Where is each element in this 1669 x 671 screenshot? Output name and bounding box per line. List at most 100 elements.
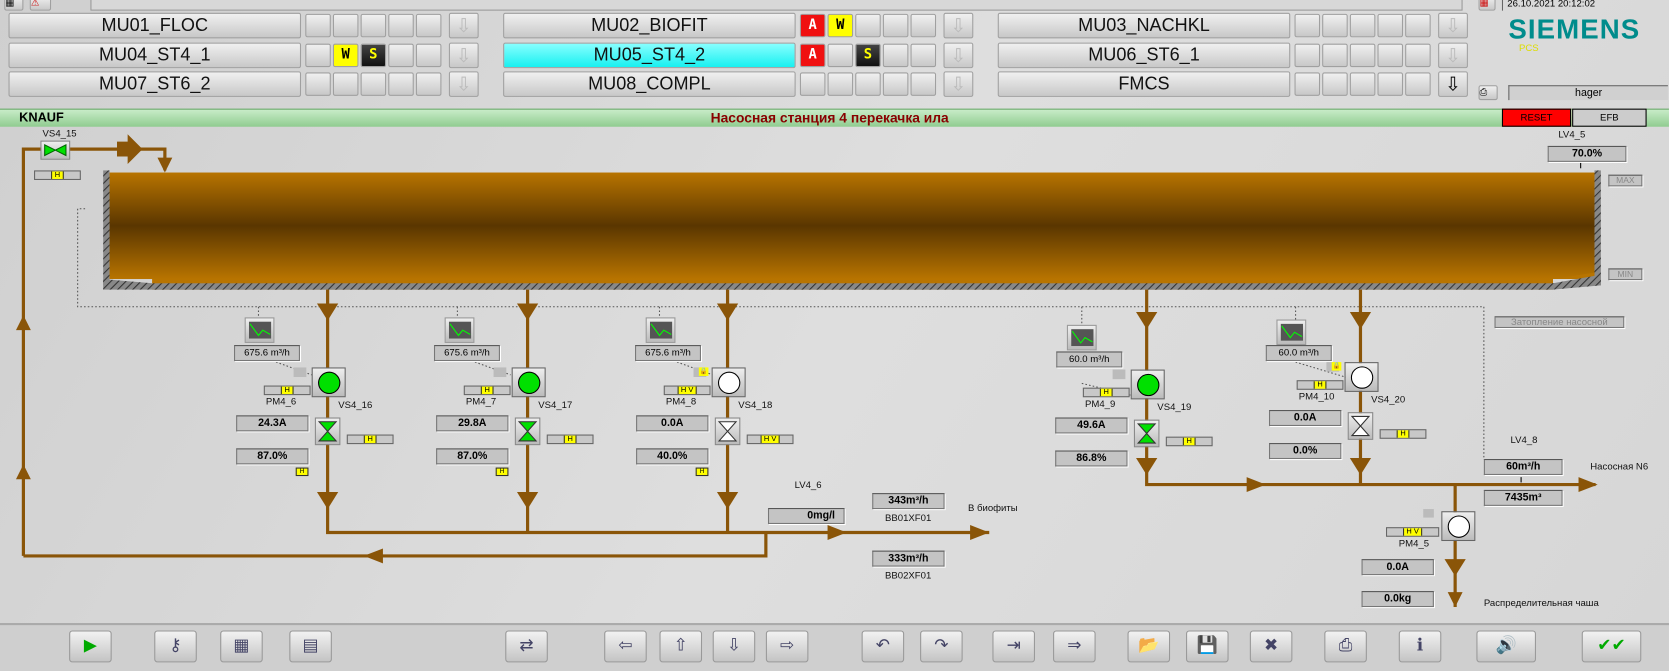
unit-status-indicator[interactable] [305, 43, 331, 68]
trend-icon[interactable] [244, 317, 275, 343]
unit-status-indicator[interactable] [882, 13, 909, 38]
trend-icon[interactable] [645, 317, 676, 343]
unit-status-indicator[interactable] [1377, 72, 1404, 96]
toolbar-button[interactable]: ⇒ [1053, 630, 1096, 663]
unit-status-indicator[interactable] [360, 72, 387, 96]
toolbar-button[interactable]: ⎙ [1324, 630, 1367, 663]
pump-current[interactable]: 49.6A [1055, 417, 1128, 434]
concentration-value[interactable]: 0mg/l [767, 508, 845, 524]
unit-button[interactable]: MU02_BIOFIT [503, 12, 796, 39]
unit-status-indicator[interactable] [388, 72, 414, 96]
flow-value[interactable]: 675.6 m³/h [234, 345, 300, 362]
valve-opening[interactable]: 87.0% [436, 448, 509, 465]
unit-button[interactable]: MU01_FLOC [8, 12, 302, 39]
reset-button[interactable]: RESET [1501, 108, 1572, 127]
unit-status-indicator[interactable] [910, 43, 937, 68]
toolbar-button[interactable]: ▦ [220, 630, 263, 663]
unit-status-indicator[interactable]: W [827, 13, 854, 38]
valve-vs4_17[interactable] [514, 417, 541, 446]
valve-vs4_16[interactable] [314, 417, 341, 446]
pump-pm4_8[interactable] [711, 367, 746, 398]
unit-status-indicator[interactable] [1322, 72, 1348, 96]
pump-current[interactable]: 29.8A [436, 415, 509, 432]
toolbar-button[interactable]: ▤ [289, 630, 332, 663]
unit-button[interactable]: FMCS [997, 71, 1291, 97]
pump-pm4_10[interactable] [1344, 362, 1379, 392]
unit-open-arrow-icon[interactable]: ⇩ [943, 42, 974, 69]
trend-icon[interactable] [1066, 324, 1097, 351]
unit-status-indicator[interactable] [855, 72, 881, 96]
mass-value[interactable]: 0.0kg [1361, 591, 1434, 608]
unit-status-indicator[interactable] [1405, 72, 1431, 96]
unit-button[interactable]: MU05_ST4_2 [503, 42, 796, 69]
valve-vs4_18[interactable] [714, 417, 741, 446]
pump-current[interactable]: 24.3A [236, 415, 309, 432]
valve-opening[interactable]: 87.0% [236, 448, 309, 465]
flow-bb01xf01-value[interactable]: 343m³/h [872, 493, 945, 510]
unit-status-indicator[interactable] [388, 43, 414, 68]
overview-icon[interactable]: ▦ [4, 0, 24, 11]
unit-status-indicator[interactable] [1322, 13, 1348, 38]
valve-opening[interactable]: 40.0% [636, 448, 709, 465]
flow-n6-value[interactable]: 60m³/h [1483, 459, 1563, 475]
toolbar-button[interactable]: ⇦ [604, 630, 647, 663]
toolbar-button[interactable]: ⇄ [505, 630, 548, 663]
unit-status-indicator[interactable] [855, 13, 881, 38]
unit-status-indicator[interactable] [910, 13, 937, 38]
unit-status-indicator[interactable] [1294, 43, 1321, 68]
unit-status-indicator[interactable] [1377, 13, 1404, 38]
toolbar-button[interactable]: ↷ [920, 630, 963, 663]
toolbar-button[interactable]: ℹ [1398, 630, 1442, 663]
unit-open-arrow-icon[interactable]: ⇩ [448, 12, 479, 39]
unit-status-indicator[interactable]: A [799, 13, 826, 38]
pump-current[interactable]: 0.0A [1268, 410, 1342, 427]
volume-value[interactable]: 7435m³ [1483, 489, 1563, 506]
unit-status-indicator[interactable] [1349, 72, 1376, 96]
flow-bb02xf01-value[interactable]: 333m³/h [872, 550, 945, 567]
unit-button[interactable]: MU08_COMPL [503, 71, 796, 97]
unit-status-indicator[interactable] [882, 43, 909, 68]
alarm-warning-icon[interactable]: ⚠ [29, 0, 52, 11]
unit-status-indicator[interactable]: W [332, 43, 359, 68]
unit-status-indicator[interactable] [305, 13, 331, 38]
toolbar-button[interactable]: 📂 [1127, 630, 1171, 663]
unit-status-indicator[interactable] [1294, 72, 1321, 96]
toolbar-button[interactable]: ⇨ [765, 630, 809, 663]
unit-status-indicator[interactable] [1405, 43, 1431, 68]
flow-value[interactable]: 675.6 m³/h [635, 345, 701, 362]
unit-status-indicator[interactable] [332, 13, 359, 38]
unit-status-indicator[interactable] [1349, 43, 1376, 68]
pump-pm4_9[interactable] [1130, 369, 1165, 400]
unit-status-indicator[interactable]: S [855, 43, 881, 68]
unit-status-indicator[interactable] [415, 43, 442, 68]
pump-pm4_6[interactable] [311, 367, 346, 398]
valve-opening[interactable]: 86.8% [1055, 450, 1128, 467]
toolbar-button[interactable]: ↶ [861, 630, 905, 663]
message-line[interactable] [90, 0, 1463, 11]
unit-status-indicator[interactable]: A [799, 43, 826, 68]
unit-status-indicator[interactable] [1349, 13, 1376, 38]
flow-value[interactable]: 60.0 m³/h [1265, 345, 1332, 362]
unit-open-arrow-icon[interactable]: ⇩ [1438, 71, 1468, 97]
valve-vs4_19[interactable] [1133, 419, 1160, 448]
unit-status-indicator[interactable] [1294, 13, 1321, 38]
toolbar-button[interactable]: ⇧ [659, 630, 703, 663]
unit-status-indicator[interactable] [360, 13, 387, 38]
unit-open-arrow-icon[interactable]: ⇩ [448, 71, 479, 97]
trend-icon[interactable] [1276, 319, 1307, 346]
toolbar-button[interactable]: ▶ [69, 630, 112, 663]
toolbar-button[interactable]: ⚷ [154, 630, 197, 663]
trend-icon[interactable] [444, 317, 475, 343]
toolbar-button[interactable]: ⇩ [712, 630, 756, 663]
unit-status-indicator[interactable] [882, 72, 909, 96]
unit-status-indicator[interactable] [1322, 43, 1348, 68]
unit-button[interactable]: MU03_NACHKL [997, 12, 1291, 39]
pump-pm4-5[interactable] [1441, 511, 1476, 542]
unit-status-indicator[interactable] [799, 72, 826, 96]
toolbar-button[interactable]: 💾 [1186, 630, 1229, 663]
pump-current[interactable]: 0.0A [636, 415, 709, 432]
unit-status-indicator[interactable] [910, 72, 937, 96]
valve-opening[interactable]: 0.0% [1268, 443, 1342, 460]
unit-button[interactable]: MU04_ST4_1 [8, 42, 302, 69]
valve-vs4_20[interactable] [1347, 412, 1374, 440]
